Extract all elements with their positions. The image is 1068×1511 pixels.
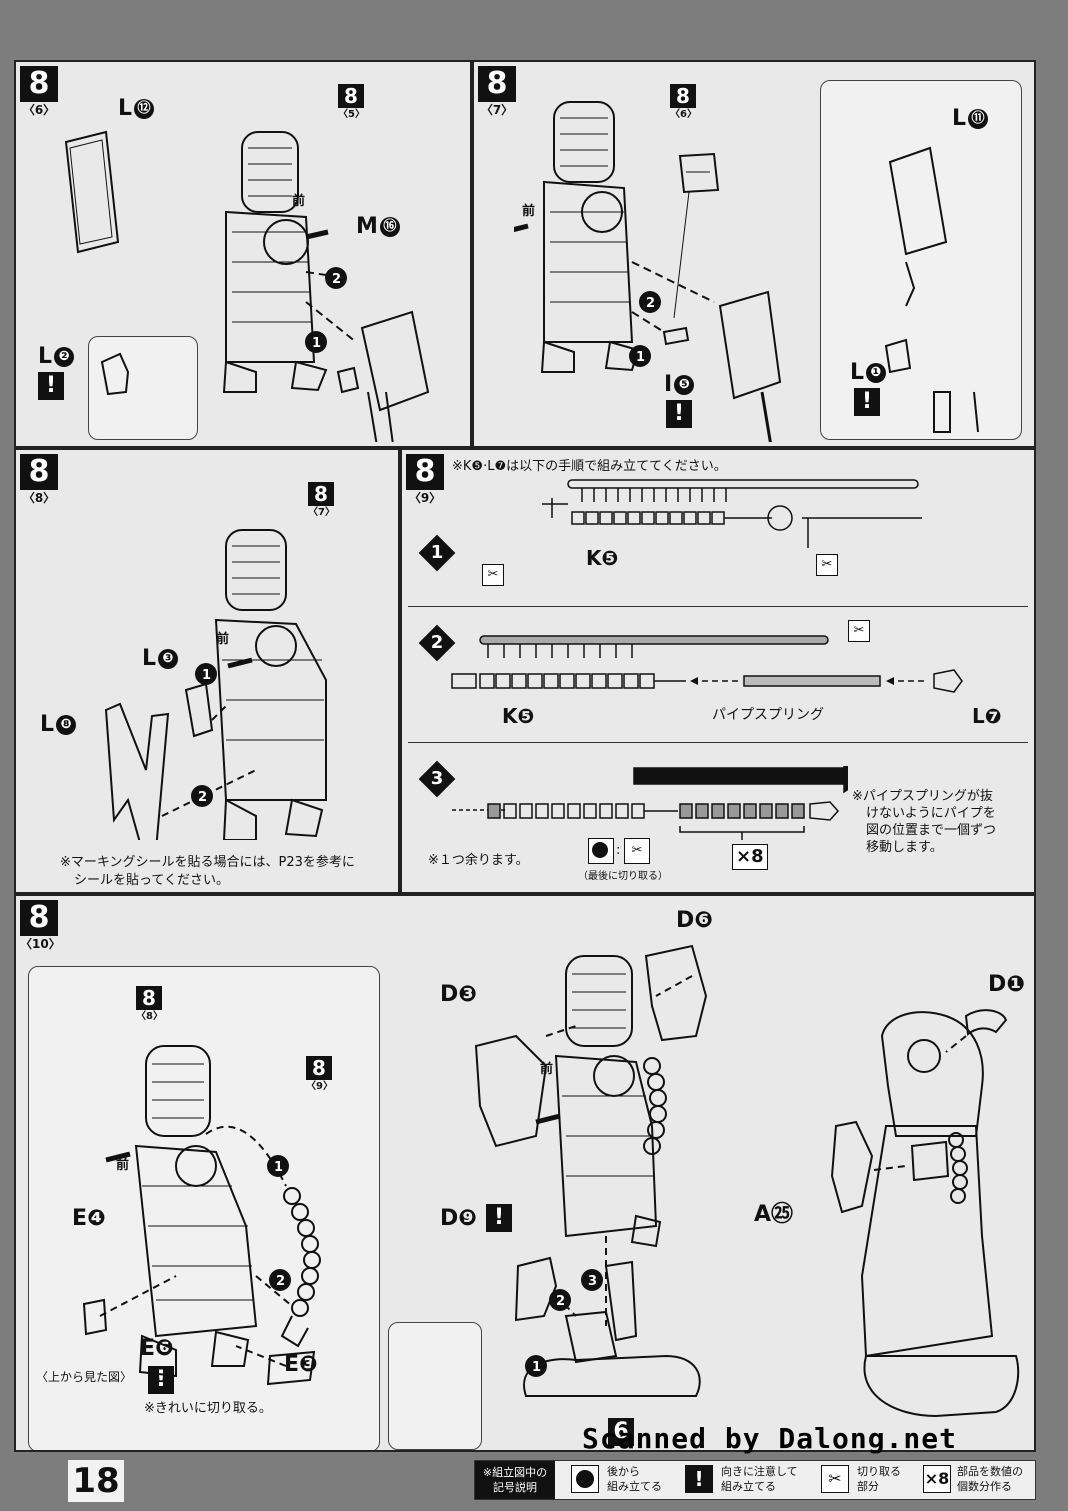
clean-cut-note: ※きれいに切り取る。: [144, 1401, 272, 1416]
forward-mark: 前: [116, 1158, 130, 1173]
ref-step-badge: 8〈7〉: [308, 482, 335, 518]
scanner-credit: Scanned by Dalong.net: [582, 1422, 958, 1455]
part-label-d6: D❻: [676, 908, 713, 933]
pipe-spring-label: パイプスプリング: [712, 707, 824, 723]
orientation-warning-icon: !: [148, 1366, 174, 1394]
legend-item-orientation: 向きに注意して組み立てる: [721, 1465, 798, 1493]
legend-item-count: 部品を数値の個数分作る: [957, 1465, 1023, 1493]
robot-pipe-illustration: 1 2: [82, 1045, 321, 1386]
divider: [408, 606, 1028, 607]
pipe-spring-diagram: [452, 766, 848, 840]
robot-finished-illustration: [830, 1009, 1020, 1418]
cut-icon: ✂: [848, 620, 870, 642]
step-badge: 8〈10〉: [20, 900, 61, 951]
count-icon: ×8: [923, 1465, 951, 1493]
part-label-d9: D❾: [440, 1206, 477, 1231]
svg-text:1: 1: [312, 336, 321, 351]
ref-step-badge: 8〈8〉: [136, 986, 163, 1022]
step-badge: 8〈8〉: [20, 454, 58, 506]
step9-header-note: ※K❺·L❼は以下の手順で組み立ててください。: [452, 459, 727, 474]
pipe-assembly-diagram: [451, 635, 963, 693]
orientation-warning-icon: !: [854, 388, 880, 416]
step-8-9-panel: 8〈9〉 ※K❺·L❼は以下の手順で組み立ててください。 1 2 3 K❺ ✂ …: [400, 448, 1036, 894]
orientation-warning-icon: !: [666, 400, 692, 428]
marking-sticker-note: ※マーキングシールを貼る場合には、P23を参考にシールを貼ってください。: [60, 855, 355, 888]
cut-icon: ✂: [482, 564, 504, 586]
after-assembly-icon: [588, 838, 614, 864]
divider: [408, 742, 1028, 743]
step-badge: 8〈9〉: [406, 454, 444, 506]
part-label-l7: L❼: [972, 704, 1002, 728]
robot-body-illustration: 1 2: [104, 529, 327, 840]
last-cut-note: （最後に切り取る）: [578, 871, 668, 882]
robot-base-illustration: 2 3 1: [474, 944, 708, 1397]
step-8-10-panel: 8〈10〉 8〈8〉 8〈9〉 前 E❹ E❻ ! E❸ 〈上から見た図〉 ※き…: [14, 894, 1036, 1452]
ref-step-badge: 8〈5〉: [338, 84, 365, 120]
svg-text:2: 2: [556, 1294, 565, 1309]
pipe-runner-diagram: [542, 479, 922, 548]
forward-mark: 前: [522, 204, 536, 219]
orientation-warning-icon: !: [486, 1204, 512, 1232]
svg-text:2: 2: [198, 790, 207, 805]
robot-body-illustration: 2 1: [514, 101, 979, 442]
pipe-move-note: ※パイプスプリングが抜けないようにパイプを図の位置まで一個ずつ移動します。: [852, 789, 997, 855]
legend-item-after: 後から組み立てる: [607, 1465, 662, 1493]
cut-icon: ✂: [624, 838, 650, 864]
orientation-warning-icon: !: [38, 372, 64, 400]
after-assembly-icon: [571, 1465, 599, 1493]
substep-1-marker: 1: [418, 534, 456, 572]
forward-mark: 前: [216, 632, 230, 647]
symbol-legend: ※組立図中の記号説明 後から組み立てる ! 向きに注意して組み立てる ✂ 切り取…: [474, 1460, 1036, 1500]
detail-inset: [388, 1322, 482, 1450]
part-label-d3: D❸: [440, 982, 477, 1007]
part-label-k5: K❺: [586, 546, 619, 570]
part-label-e4: E❹: [72, 1206, 106, 1231]
ref-step-badge: 8〈6〉: [670, 84, 697, 120]
orientation-warning-icon: !: [685, 1465, 713, 1493]
svg-text:2: 2: [332, 272, 341, 287]
svg-text:1: 1: [274, 1160, 283, 1175]
svg-text:1: 1: [532, 1360, 541, 1375]
part-label-d1: D❶: [988, 972, 1025, 997]
svg-text:3: 3: [588, 1274, 597, 1289]
ref-step-6-badge: 6: [608, 1418, 634, 1446]
cut-icon: ✂: [821, 1465, 849, 1493]
count-badge: ×8: [732, 844, 768, 870]
svg-text:1: 1: [636, 350, 645, 365]
legend-item-cut: 切り取る部分: [857, 1465, 901, 1493]
colon: :: [616, 843, 621, 858]
svg-text:1: 1: [202, 668, 211, 683]
part-label-k5: K❺: [502, 704, 535, 728]
svg-text:2: 2: [276, 1274, 285, 1289]
detail-inset: [28, 966, 380, 1450]
cut-icon: ✂: [816, 554, 838, 576]
step-badge: 8〈7〉: [478, 66, 516, 118]
robot-body-illustration: 2 1: [64, 130, 430, 442]
top-view-label: 〈上から見た図〉: [36, 1370, 133, 1384]
detail-inset: [820, 80, 1022, 440]
part-label-a25: A㉕: [754, 1202, 794, 1227]
page-number: 18: [68, 1460, 124, 1502]
ref-step-badge: 8〈9〉: [306, 1056, 333, 1092]
svg-text:2: 2: [646, 296, 655, 311]
legend-title: ※組立図中の記号説明: [475, 1461, 555, 1499]
part-label-e6: E❻: [140, 1336, 174, 1361]
one-left-note: ※１つ余ります。: [428, 853, 529, 868]
step-badge: 8〈6〉: [20, 66, 58, 118]
